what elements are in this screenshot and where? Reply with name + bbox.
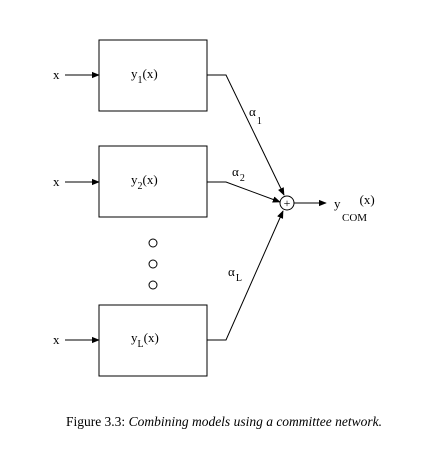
ellipsis-dot-1 [148,238,158,248]
caption-text: Combining models using a committee netwo… [128,414,383,429]
summation-symbol: + [284,196,291,210]
model-label-2: y2(x) [131,172,158,192]
connector-2 [207,181,281,203]
input-label-2: x [53,174,60,189]
weight-label-1: α1 [249,104,262,127]
input-label-L: x [53,332,60,347]
model-label-L: yL(x) [131,330,159,350]
output-label: y(x) [334,192,375,211]
figure-caption: Figure 3.3: Combining models using a com… [0,414,448,430]
ellipsis-dot-2 [148,259,158,269]
input-label-1: x [53,67,60,82]
connector-1 [207,74,285,196]
model-label-1: y1(x) [131,66,158,86]
committee-network-diagram: x y1(x) α1 x y2(x) α2 x yL(x) αL + y(x) … [53,39,375,377]
weight-label-L: αL [228,264,242,284]
connector-L [207,210,284,341]
output-subscript: COM [342,212,367,224]
weight-label-2: α2 [232,164,245,184]
ellipsis-dot-3 [148,280,158,290]
caption-label: Figure 3.3: [65,414,126,429]
